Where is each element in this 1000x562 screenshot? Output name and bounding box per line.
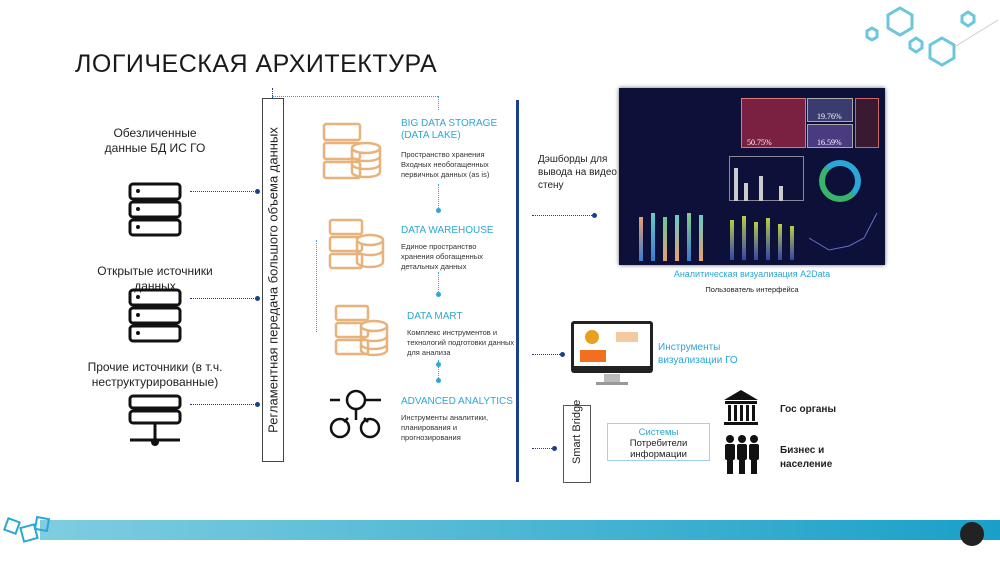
- layer-title: DATA WAREHOUSE: [401, 225, 494, 236]
- data-transfer-label: Регламентная передача большого объема да…: [265, 127, 281, 433]
- government-label: Гос органы: [780, 404, 837, 415]
- visualization-tools-label: Инструменты визуализации ГО: [658, 342, 738, 366]
- layer-desc: Единое пространство хранения обогащенных…: [401, 242, 483, 271]
- data-bus-line: [516, 100, 519, 482]
- dashboard-screenshot: 50.75% 19.76% 16.59%: [619, 88, 885, 265]
- business-label: Бизнес и население: [780, 445, 833, 470]
- footer-bar: [40, 520, 1000, 540]
- data-lake-icon: [322, 122, 382, 180]
- dashboard-subtitle: Пользователь интерфейса: [705, 285, 799, 294]
- monitor-icon: [571, 321, 653, 385]
- server-icon: [128, 182, 182, 237]
- page-title: ЛОГИЧЕСКАЯ АРХИТЕКТУРА: [75, 50, 438, 78]
- layer-title: DATA MART: [407, 311, 463, 322]
- dashboard-value: 16.59%: [817, 138, 842, 147]
- systems-title: Системы: [638, 427, 679, 438]
- dashboard-value: 50.75%: [747, 138, 772, 147]
- people-icon: [725, 435, 759, 474]
- source-anonymized-label: Обезличенные данные БД ИС ГО: [104, 126, 206, 155]
- dashboard-title: Аналитическая визуализация A2Data: [673, 269, 831, 279]
- dashboard-value: 19.76%: [817, 112, 842, 121]
- data-mart-icon: [334, 304, 389, 357]
- source-other-label: Прочие источники (в т.ч. неструктурирова…: [87, 360, 223, 389]
- data-warehouse-icon: [328, 218, 385, 270]
- logo-icon: [960, 522, 984, 546]
- videowall-label: Дэшборды для вывода на видео стену: [538, 154, 617, 191]
- layer-desc: Пространство хранения Входных необогащен…: [401, 150, 490, 179]
- government-building-icon: [724, 390, 758, 425]
- systems-subtitle: Потребители информации: [629, 438, 688, 460]
- analytics-people-icon: [329, 389, 381, 439]
- smart-bridge-label: Smart Bridge: [571, 399, 583, 464]
- network-server-icon: [128, 394, 182, 446]
- layer-desc: Комплекс инструментов и технологий подго…: [407, 328, 515, 357]
- layer-desc: Инструменты аналитики, планирования и пр…: [401, 413, 489, 442]
- data-transfer-box: Регламентная передача большого объема да…: [262, 98, 284, 462]
- cubes-decoration-icon: [3, 515, 51, 543]
- smart-bridge-box: Smart Bridge: [563, 399, 591, 483]
- layer-title: ADVANCED ANALYTICS: [401, 396, 513, 407]
- server-icon: [128, 288, 182, 343]
- hexagon-decoration-icon: [865, 6, 999, 67]
- layer-title: BIG DATA STORAGE (DATA LAKE): [401, 118, 498, 141]
- consumer-systems-box: Системы Потребители информации: [607, 423, 710, 461]
